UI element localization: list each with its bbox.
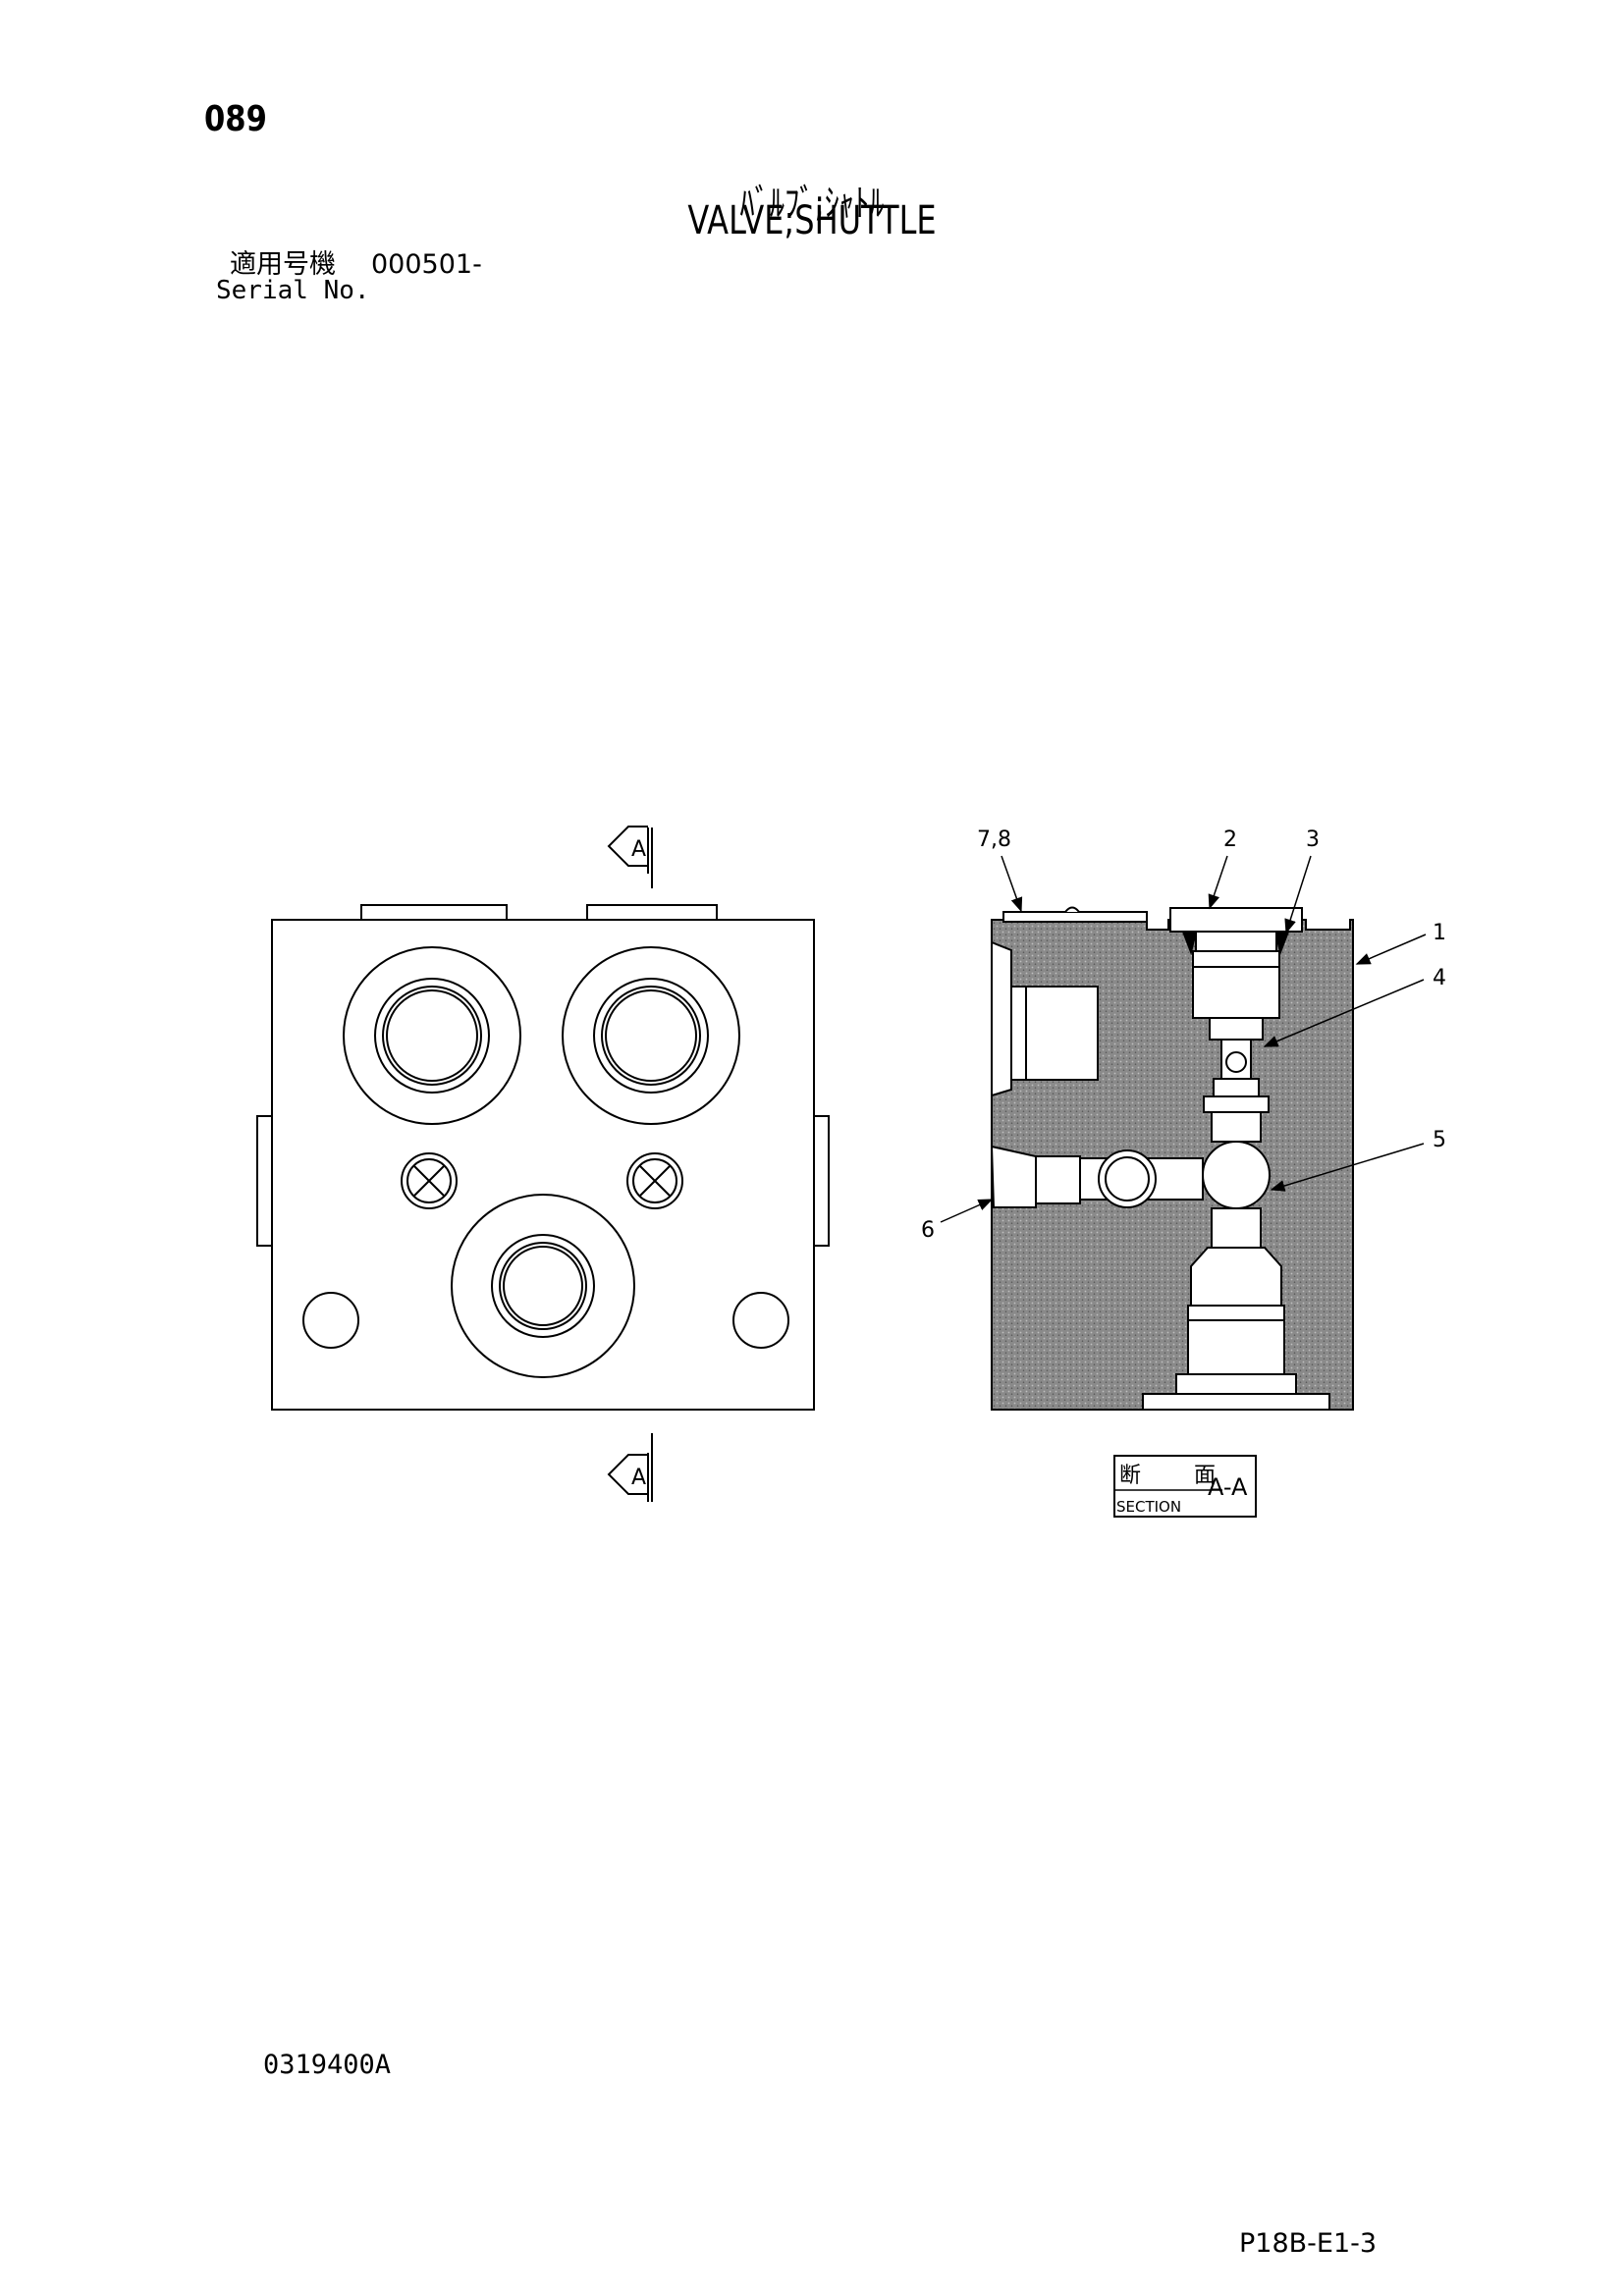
part-2-cap <box>1169 907 1303 933</box>
callout-6: 6 <box>921 1218 935 1243</box>
section-jp-right: 面 <box>1194 1464 1216 1488</box>
serial-label-english: Serial No. <box>216 276 370 305</box>
plug-7-8 <box>1002 911 1148 923</box>
callout-1: 1 <box>1433 921 1446 945</box>
part-6-plug <box>990 1145 1037 1208</box>
section-label-box: 断 面 SECTION A-A <box>1113 1455 1257 1518</box>
view-marker-bottom-label: A <box>631 1466 646 1490</box>
part-3-seal-right <box>1273 931 1290 956</box>
title-japanese: ﾊﾞﾙﾌﾞ;ｼｬﾄﾙ <box>739 182 885 225</box>
upper-bore <box>1192 950 1280 1019</box>
callout-leaders <box>940 855 1427 1223</box>
section-jp-left: 断 <box>1119 1464 1141 1488</box>
view-marker-top-label: A <box>631 837 646 862</box>
callout-7-8: 7,8 <box>977 828 1011 852</box>
port-upper-right <box>562 946 740 1125</box>
front-body <box>271 919 815 1411</box>
side-lug-left <box>256 1115 273 1247</box>
top-lug-left <box>360 904 508 921</box>
view-marker-top <box>607 826 653 888</box>
drawing-number: 0319400A <box>263 2050 392 2080</box>
front-view <box>256 904 830 1411</box>
left-port-bore <box>1010 986 1099 1081</box>
callout-3: 3 <box>1306 828 1320 852</box>
plug-right <box>626 1152 683 1209</box>
part-4-seat <box>1209 1017 1264 1041</box>
serial-value: 000501- <box>371 249 482 280</box>
serial-label-japanese: 適用号機 <box>230 249 336 280</box>
sheet-reference: P18B-E1-3 <box>1239 2228 1378 2259</box>
view-marker-bottom <box>607 1433 653 1502</box>
callout-4: 4 <box>1433 966 1446 990</box>
port-upper-left <box>343 946 521 1125</box>
mount-hole-left <box>302 1292 359 1349</box>
mount-hole-right <box>732 1292 789 1349</box>
part-3-seal-left <box>1181 931 1198 956</box>
section-en: SECTION <box>1116 1498 1181 1516</box>
lower-flange <box>1142 1393 1330 1411</box>
plug-left <box>401 1152 458 1209</box>
port-lower-center <box>451 1194 635 1378</box>
top-lug-right <box>586 904 718 921</box>
lower-plug-body <box>1187 1305 1285 1375</box>
title-english: VALVE;SHUTTLE <box>687 198 937 243</box>
side-lug-right <box>813 1115 830 1247</box>
left-port-chamfer <box>991 940 1012 1097</box>
callout-5: 5 <box>1433 1128 1446 1152</box>
section-view <box>990 906 1354 1411</box>
callout-2: 2 <box>1223 828 1237 852</box>
lower-plug-head <box>1190 1247 1282 1307</box>
page-number: 089 <box>204 99 267 139</box>
part-5-ball <box>1202 1141 1271 1209</box>
cross-port-inner <box>1105 1156 1150 1201</box>
section-label: A-A <box>1208 1473 1248 1501</box>
